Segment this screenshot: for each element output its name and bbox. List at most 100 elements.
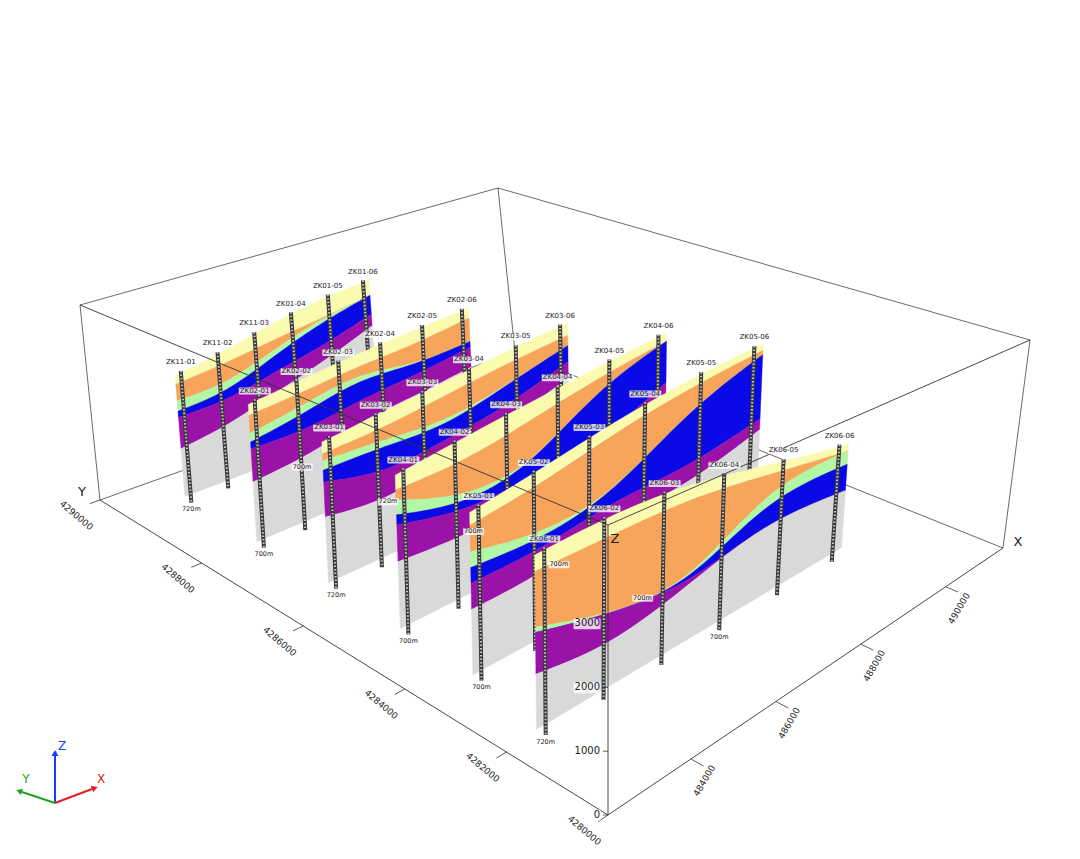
borehole-label: ZK11-02 <box>202 340 234 347</box>
gizmo-axis <box>55 789 92 803</box>
borehole-core <box>329 436 336 589</box>
borehole-label: ZK04-05 <box>593 348 625 355</box>
borehole-core <box>832 445 840 562</box>
borehole-hatch <box>255 399 264 547</box>
borehole <box>218 352 229 488</box>
tick-mark <box>691 759 704 766</box>
borehole-label: ZK03-03 <box>406 379 438 386</box>
depth-label: 700m <box>548 561 569 568</box>
tick-label: 4284000 <box>362 688 400 722</box>
gizmo-axis <box>54 756 56 803</box>
depth-label: 700m <box>709 634 730 641</box>
depth-label: 720m <box>535 739 556 746</box>
borehole-label: ZK04-06 <box>643 323 675 330</box>
borehole <box>832 445 840 562</box>
gizmo-arrowhead <box>91 786 98 793</box>
borehole-label: ZK06-04 <box>708 462 740 469</box>
gizmo-axis <box>22 792 55 803</box>
borehole-hatch <box>181 371 192 503</box>
tick-mark <box>776 702 788 709</box>
tick-mark <box>395 689 405 694</box>
tick-mark <box>496 752 506 758</box>
tick-label: 486000 <box>777 705 803 741</box>
tick-label: 4290000 <box>57 499 95 533</box>
axis-label: X <box>1014 535 1023 549</box>
borehole-label: ZK05-04 <box>629 391 661 398</box>
tick-mark <box>861 644 873 650</box>
box-edge <box>100 500 608 815</box>
borehole-hatch <box>719 473 724 630</box>
depth-label: 720m <box>378 498 399 505</box>
borehole-label: ZK02-01 <box>239 388 271 395</box>
borehole-label: ZK04-01 <box>387 457 419 464</box>
tick-label: 4282000 <box>463 751 501 785</box>
tick-mark <box>191 563 201 567</box>
borehole-label: ZK03-05 <box>500 333 532 340</box>
borehole <box>296 380 305 530</box>
orientation-gizmo <box>16 750 97 803</box>
borehole-core <box>255 399 264 547</box>
tick-label: 4286000 <box>260 625 298 659</box>
borehole <box>603 517 605 700</box>
borehole <box>376 413 382 567</box>
borehole-core <box>181 371 192 503</box>
borehole <box>544 547 546 735</box>
borehole <box>661 492 664 665</box>
borehole <box>777 459 784 595</box>
borehole <box>181 371 192 503</box>
borehole-label: ZK03-01 <box>313 424 345 431</box>
gizmo-arrowhead <box>52 750 59 756</box>
borehole-core <box>296 380 305 530</box>
axis-label: Y <box>78 485 86 499</box>
gizmo-label: X <box>97 773 105 786</box>
borehole-label: ZK03-06 <box>544 313 576 320</box>
box-edge <box>80 305 608 525</box>
tick-label: 490000 <box>947 591 973 627</box>
borehole-label: ZK01-06 <box>347 269 379 276</box>
tick-mark <box>90 500 100 504</box>
borehole-label: ZK05-03 <box>573 424 605 431</box>
borehole-label: ZK05-02 <box>518 459 550 466</box>
borehole-hatch <box>329 436 336 589</box>
box-edge <box>608 548 1003 815</box>
borehole-core <box>602 517 607 700</box>
borehole-core <box>403 468 408 634</box>
gizmo-arrowhead <box>16 789 23 796</box>
tick-label: 1000 <box>574 746 601 757</box>
depth-label: 700m <box>292 464 313 471</box>
tick-mark <box>603 687 608 688</box>
borehole-label: ZK05-06 <box>739 334 771 341</box>
borehole-label: ZK04-02 <box>439 429 471 436</box>
gizmo-label: Z <box>58 740 66 753</box>
borehole-label: ZK02-05 <box>406 313 438 320</box>
depth-label: 720m <box>326 592 347 599</box>
borehole-label: ZK04-03 <box>490 401 522 408</box>
axis-ticks <box>90 500 958 822</box>
depth-label: 700m <box>471 684 492 691</box>
gizmo-label: Y <box>22 773 29 786</box>
tick-label: 2000 <box>574 682 601 693</box>
fence-sections <box>175 280 848 735</box>
depth-label: 700m <box>254 551 275 558</box>
borehole-core <box>218 352 229 488</box>
depth-label: 720m <box>181 506 202 513</box>
borehole-core <box>455 440 459 608</box>
tick-mark <box>946 587 958 592</box>
borehole-hatch <box>376 413 382 567</box>
box-edge <box>608 525 609 815</box>
box-edge <box>498 188 1030 340</box>
borehole-hatch <box>296 380 305 530</box>
tick-mark <box>603 623 608 624</box>
axis-label: Z <box>611 532 620 546</box>
depth-label: 700m <box>463 528 484 535</box>
depth-label: 700m <box>398 638 419 645</box>
borehole-label: ZK01-05 <box>312 283 344 290</box>
borehole <box>403 468 408 634</box>
borehole-label: ZK01-04 <box>275 301 307 308</box>
box-edge <box>80 305 100 500</box>
borehole-core <box>376 413 382 567</box>
borehole-label: ZK11-01 <box>165 359 197 366</box>
borehole-core <box>544 547 546 735</box>
